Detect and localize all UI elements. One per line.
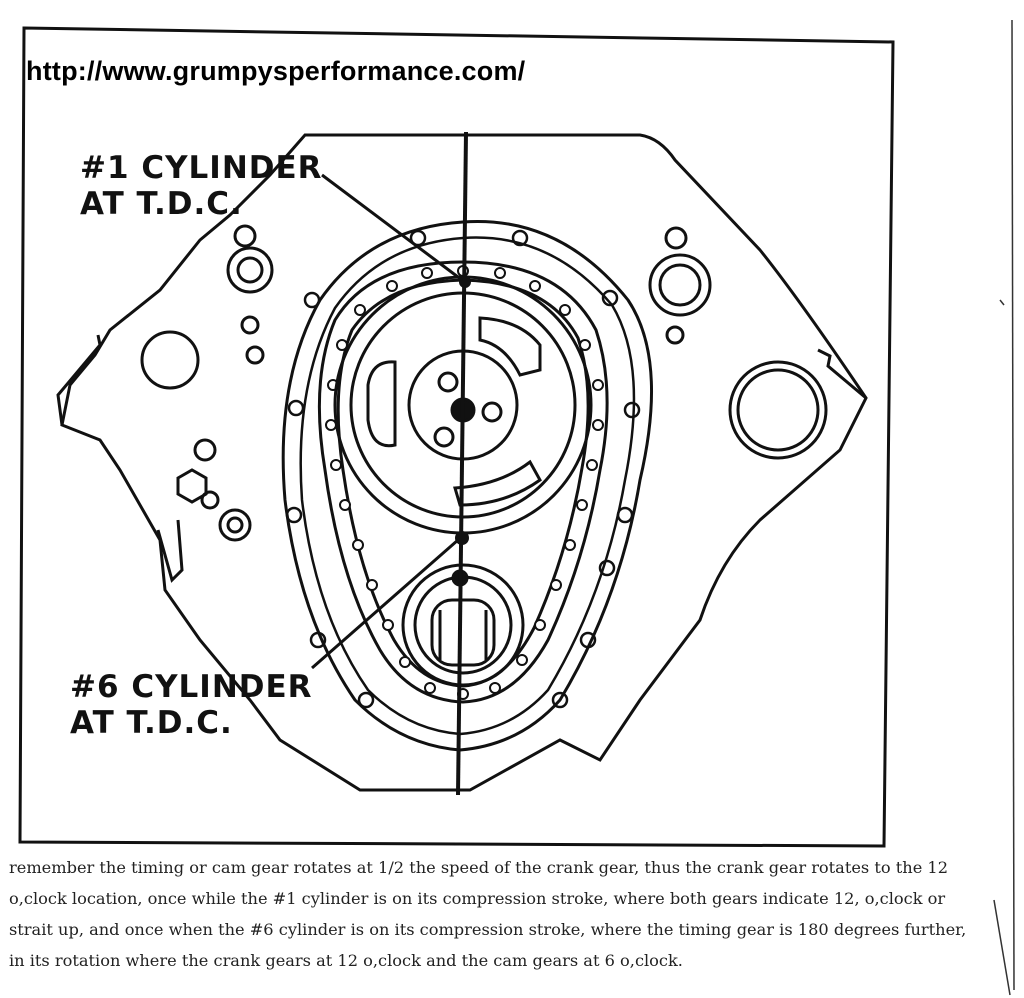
cyl6-leader-line [311, 538, 459, 670]
cover-bolt-holes [285, 229, 641, 709]
hex-nut [176, 468, 208, 504]
cylinder-6-line1: #6 CYLINDER [70, 669, 313, 705]
cylinder-1-line1: #1 CYLINDER [80, 150, 323, 186]
cylinder-6-line2: AT T.D.C. [70, 705, 233, 741]
cylinder-6-callout: #6 CYLINDER AT T.D.C. [70, 669, 313, 741]
cylinder-1-callout: #1 CYLINDER AT T.D.C. [80, 150, 323, 222]
scan-edge-marks [993, 19, 1015, 996]
alignment-line [456, 131, 468, 796]
cylinder-1-line2: AT T.D.C. [80, 186, 243, 222]
block-left-flange [56, 334, 184, 583]
timing-chain-path [317, 260, 609, 704]
website-url[interactable]: http://www.grumpysperformance.com/ [26, 56, 526, 86]
cam-bottom-timing-mark [455, 531, 469, 545]
block-right-flange [817, 348, 867, 400]
engine-block-outline [60, 133, 868, 792]
caption-text: remember the timing or cam gear rotates … [9, 858, 967, 970]
cyl1-leader-line [321, 173, 463, 282]
figure-frame [18, 26, 895, 848]
crank-gear [401, 563, 525, 687]
block-holes [140, 224, 828, 542]
